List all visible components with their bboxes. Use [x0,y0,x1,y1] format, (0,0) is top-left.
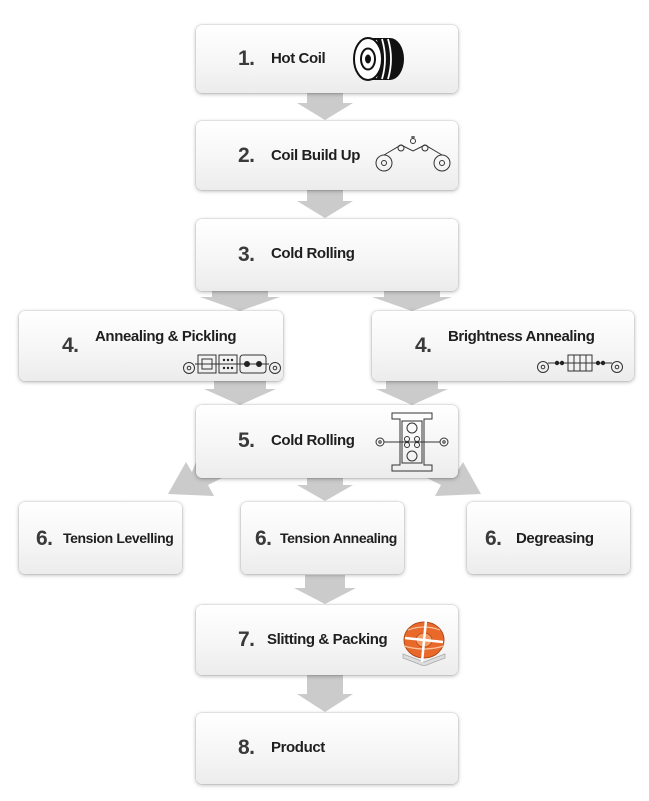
step-label: Degreasing [516,530,594,547]
coil-icon [353,37,404,81]
step-tension-annealing[interactable]: 6. Tension Annealing [241,502,404,574]
step-label: Cold Rolling [271,432,355,449]
rolling-mill-icon [375,412,449,472]
step-coil-build-up[interactable]: 2. Coil Build Up [196,121,458,190]
step-number: 6. [36,527,53,550]
step-product[interactable]: 8. Product [196,713,458,784]
step-label: Tension Levelling [63,530,174,546]
step-number: 4. [415,334,432,357]
step-number: 4. [62,334,79,357]
arrow-5-6b [297,478,353,501]
packed-coil-icon [402,619,446,666]
step-label: Annealing & Pickling [95,328,237,345]
coil-line-icon [375,136,451,172]
step-slitting-packing[interactable]: 7. Slitting & Packing [196,605,458,675]
arrow-1-2 [297,93,353,120]
arrow-6-7 [294,575,356,604]
arrow-3-4b [372,291,452,311]
step-number: 7. [238,628,255,651]
step-number: 6. [255,527,272,550]
arrow-7-8 [297,675,353,712]
step-tension-levelling[interactable]: 6. Tension Levelling [19,502,182,574]
arrow-2-3 [297,190,353,218]
step-number: 8. [238,736,255,759]
annealing-line-icon [183,354,281,374]
arrow-4b-5 [376,381,448,405]
bright-annealing-icon [537,354,623,373]
step-number: 3. [238,243,255,266]
step-label: Slitting & Packing [267,631,388,648]
step-label: Product [271,739,325,756]
step-brightness-annealing[interactable]: 4. Brightness Annealing [372,311,634,381]
step-hot-coil[interactable]: 1. Hot Coil [196,25,458,93]
step-label: Brightness Annealing [448,328,595,345]
step-number: 1. [238,47,255,70]
step-cold-rolling-1[interactable]: 3. Cold Rolling [196,219,458,291]
step-number: 6. [485,527,502,550]
step-number: 5. [238,429,255,452]
step-degreasing[interactable]: 6. Degreasing [467,502,630,574]
step-number: 2. [238,144,255,167]
arrow-3-4a [200,291,280,311]
step-label: Tension Annealing [280,530,397,546]
step-annealing-pickling[interactable]: 4. Annealing & Pickling [19,311,283,381]
step-label: Cold Rolling [271,245,355,262]
step-label: Hot Coil [271,50,326,67]
step-cold-rolling-2[interactable]: 5. Cold Rolling [196,405,458,478]
arrow-4a-5 [204,381,276,405]
step-label: Coil Build Up [271,147,360,164]
